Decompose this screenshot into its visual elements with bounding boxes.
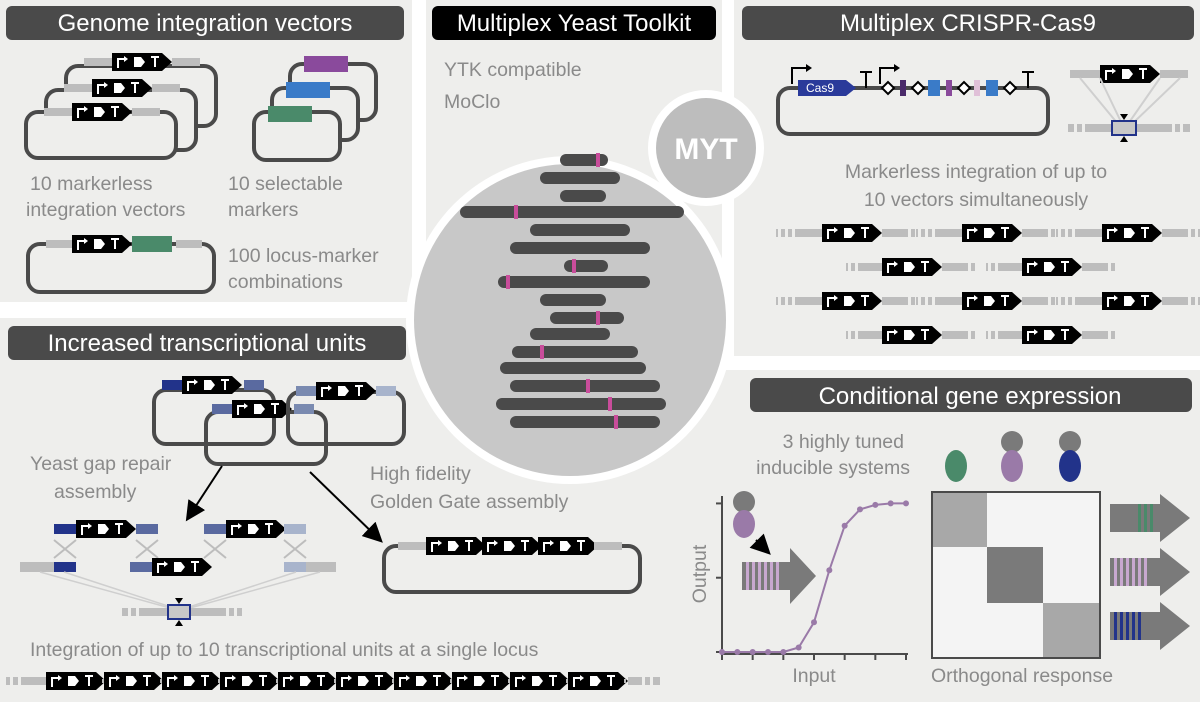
combos-label-1: 100 locus-marker [228,245,379,267]
genome-title-bar [6,6,404,40]
center-title-bar [432,6,716,40]
combos-label-2: combinations [228,271,343,293]
data-point [780,649,787,655]
cas9-label: Cas9 [806,81,834,95]
golden-gate-label-2: Golden Gate assembly [370,491,569,513]
matrix-cell-1 [933,493,987,547]
data-point [765,649,771,655]
inducible-text-2: inducible systems [756,457,910,479]
crispr-title: Multiplex CRISPR-Cas9 [840,10,1096,37]
regulator-navy-icon [1059,450,1081,482]
crispr-text-2: 10 vectors simultaneously [864,189,1089,211]
data-point [734,649,741,655]
markerless-vector-stack [24,52,218,160]
dose-response-chart: Output Input [689,496,909,687]
data-point [749,649,756,655]
data-point [795,644,802,651]
promoter-cds-terminator-icon [111,52,173,72]
conditional-title-bar [750,378,1192,412]
promoter-cds-terminator-icon [71,102,133,122]
myt-badge-text: MYT [674,133,737,166]
tu-integration-text: Integration of up to 10 transcriptional … [30,639,539,661]
scissor-site-icon [1120,114,1128,142]
markerless-label-2: integration vectors [26,199,186,221]
selectable-label-1: 10 selectable [228,173,343,195]
data-point [872,501,879,508]
moclo-text: MoClo [444,91,501,113]
y-axis-label: Output [689,544,711,603]
matrix-cell-3 [1043,603,1099,657]
cas9-plasmid: Cas9 [776,64,1050,136]
ytk-compatible-text: YTK compatible [444,59,582,81]
promoter-cds-terminator-icon [71,234,133,254]
scissor-site-icon [175,598,183,626]
gap-repair-assembly [20,519,336,626]
data-point [811,619,817,626]
markerless-label-1: 10 markerless [30,173,153,195]
inducer-gray-icon [1059,431,1081,453]
data-point [841,522,848,529]
data-point [719,649,725,655]
center-title: Multiplex Yeast Toolkit [457,10,692,37]
data-point [857,506,863,513]
crispr-title-bar [742,6,1194,40]
locus-marker-vector [26,234,216,294]
matrix-cell-2 [987,547,1043,603]
selectable-marker-stack [252,56,378,162]
gap-repair-label-2: assembly [54,481,137,503]
golden-gate-label-1: High fidelity [370,463,471,485]
inducer-gray-icon [1001,431,1023,453]
terminator-icon [1022,71,1034,88]
conditional-title: Conditional gene expression [819,383,1122,410]
data-point [903,500,909,507]
genome-title: Genome integration vectors [58,10,353,37]
terminator-icon [860,71,872,88]
inducible-text-1: 3 highly tuned [783,431,904,453]
regulator-lilac-icon [1001,450,1023,482]
inducer-gray-icon [733,491,755,513]
promoter-arrow-icon [791,67,806,84]
gap-repair-label-1: Yeast gap repair [30,453,172,475]
crispr-integration-site [1068,64,1190,142]
arrow-to-golden-gate [309,471,383,543]
data-point [826,567,833,574]
promoter-arrow-icon [879,67,894,84]
matrix-label: Orthogonal response [931,665,1113,687]
regulator-lilac-icon [733,510,755,538]
inducer-green-icon [945,450,967,482]
orthogonality-matrix [931,491,1101,659]
tu-title: Increased transcriptional units [48,330,367,357]
selectable-label-2: markers [228,199,299,221]
chart-inset [733,491,816,604]
arrow-to-gap-repair [185,465,223,522]
tu-title-bar [8,326,406,360]
crispr-text-1: Markerless integration of up to [845,161,1107,183]
reporter-outputs [1110,494,1190,650]
tu-integration-array [6,671,660,691]
myt-badge [656,98,756,198]
data-point [887,500,894,507]
chromosome-stack [460,153,684,429]
golden-gate-plasmid [382,536,642,594]
x-axis-label: Input [792,665,836,687]
promoter-cds-terminator-icon [91,78,153,98]
tu-plasmids [152,375,406,466]
